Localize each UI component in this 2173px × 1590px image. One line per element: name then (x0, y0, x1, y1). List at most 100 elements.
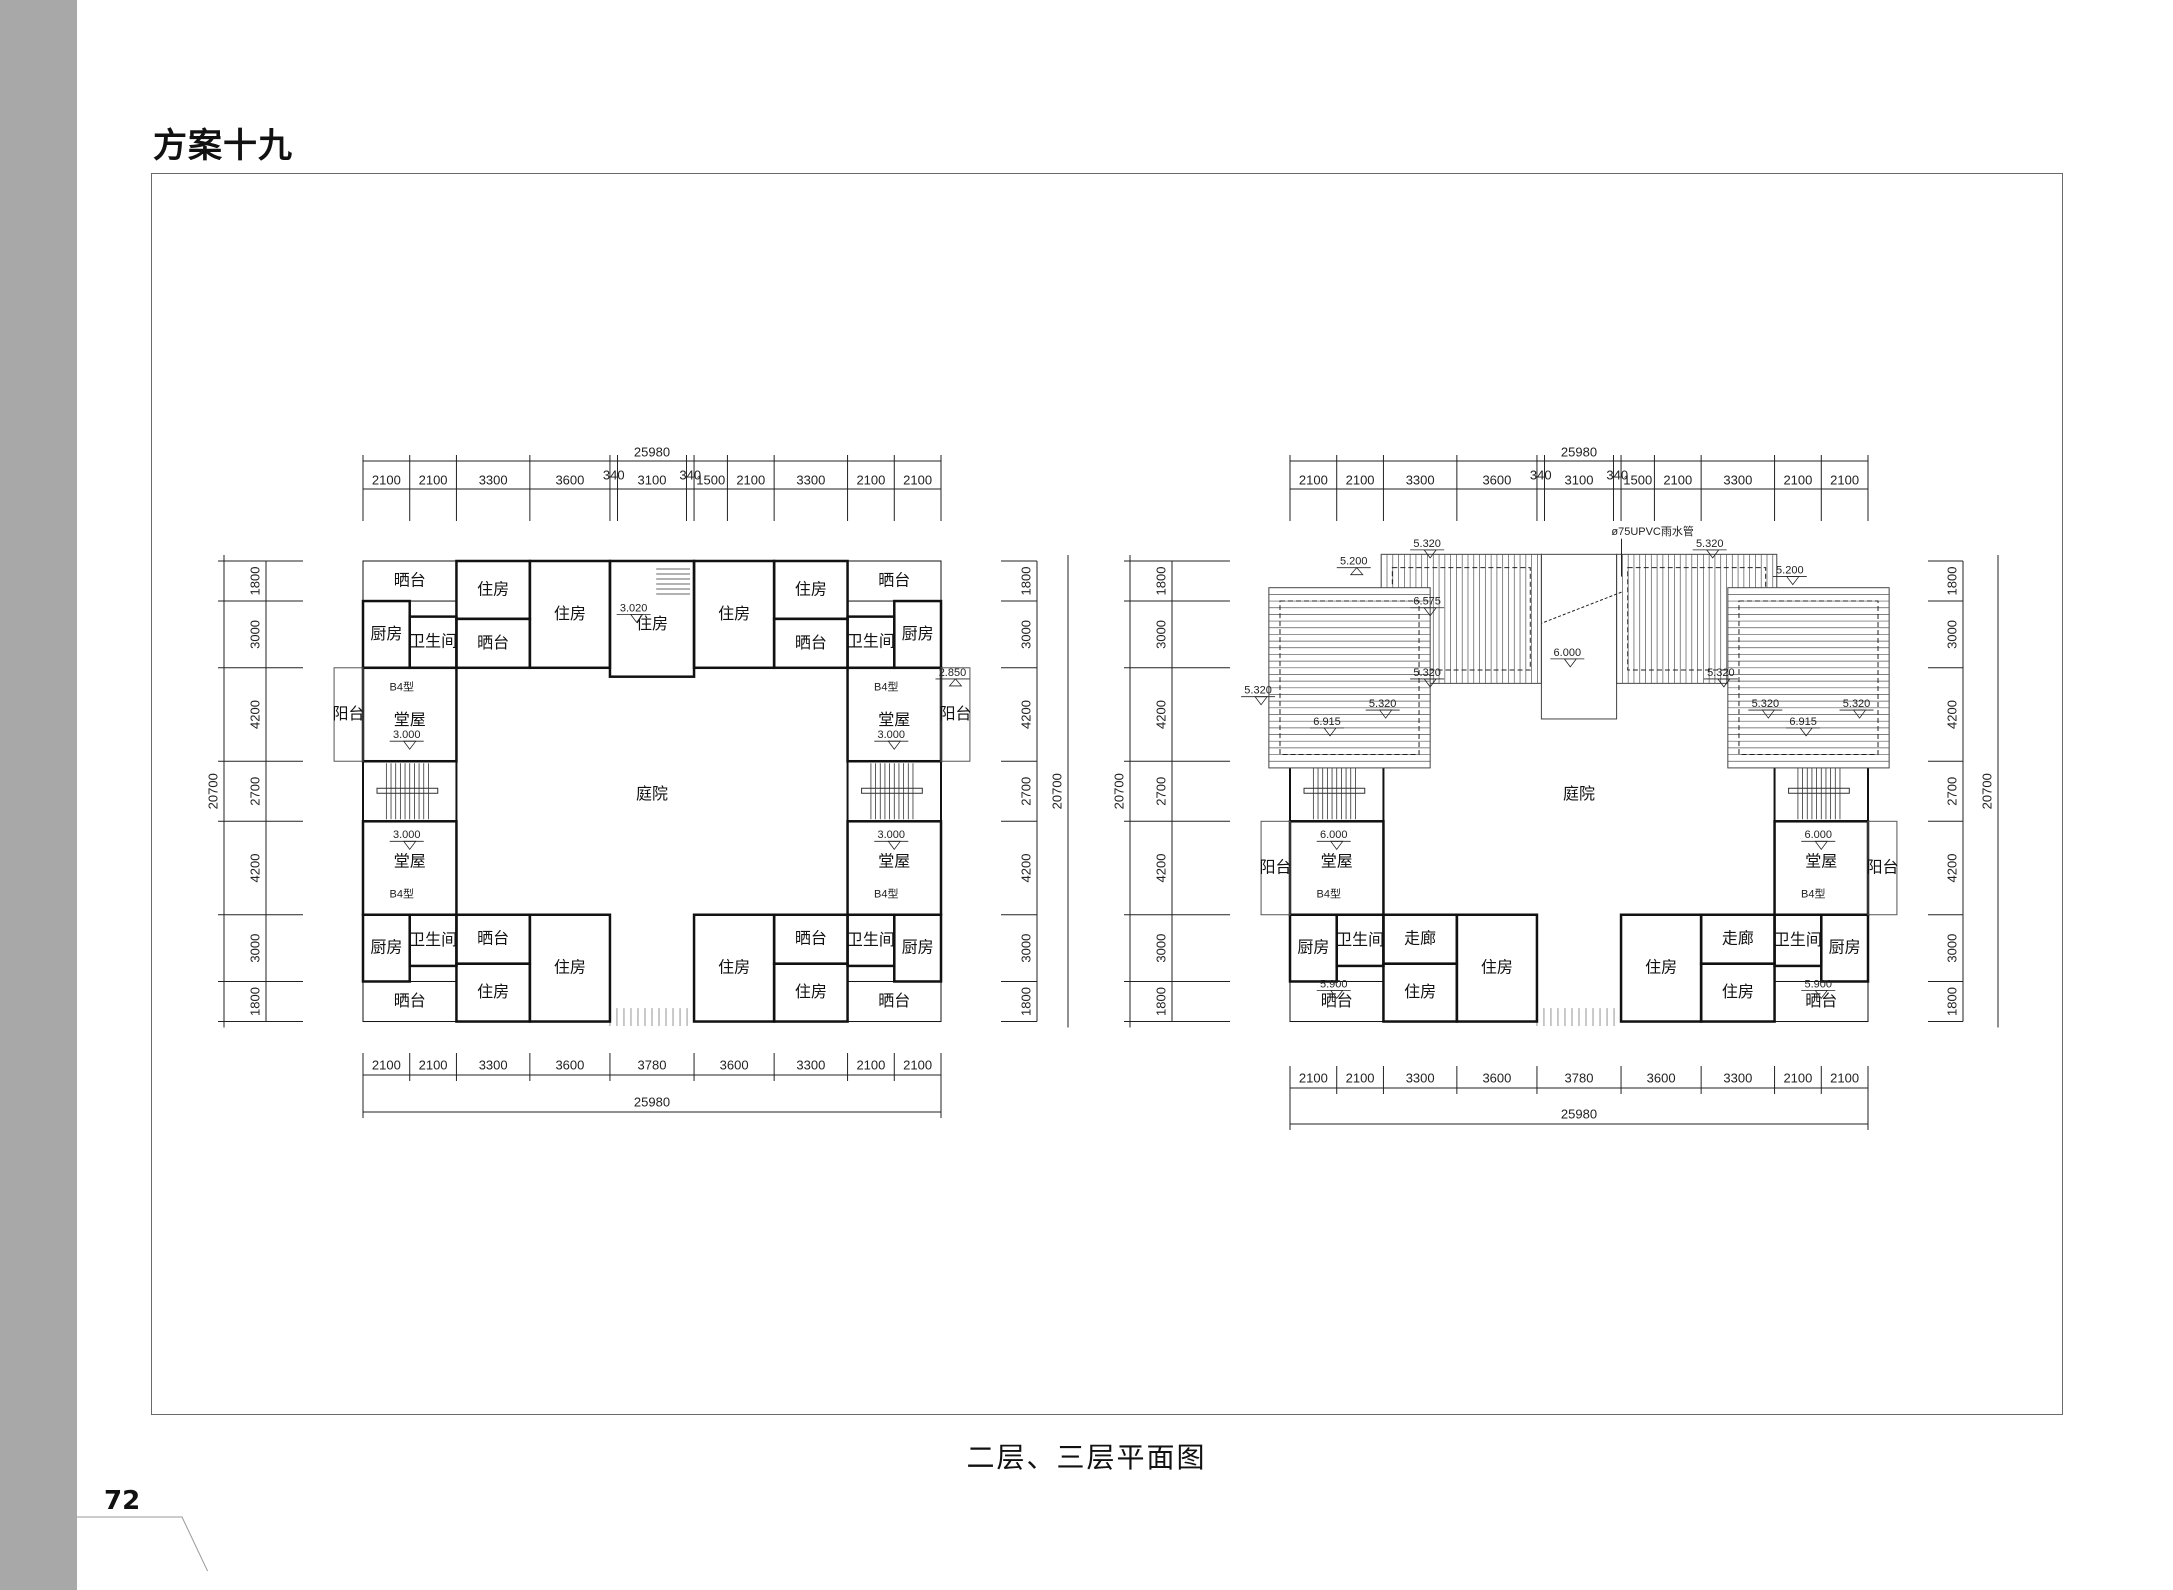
elevation-label: 5.320 (1369, 698, 1397, 710)
courtyard-label: 庭院 (1563, 784, 1595, 803)
elevation-marker-icon (402, 840, 417, 850)
room-label-center: 住房 (636, 614, 668, 633)
unit-quadrant: 晒台住房住房厨房卫生间晒台堂屋B4型3.000 (361, 820, 612, 1023)
room-label-terrace: 走廊 (1722, 929, 1754, 948)
dimension-label-bottom: 3300 (479, 1057, 508, 1072)
balcony (333, 667, 364, 762)
elevation-label: 5.320 (1413, 667, 1441, 679)
roof-gutter-dashed (1738, 600, 1879, 756)
dimension-label-top: 3600 (1482, 472, 1511, 487)
room-label-bedroom-large: 住房 (1481, 958, 1513, 977)
dimension-label-top: 340 (603, 467, 625, 482)
elevation-marker-icon (1705, 549, 1720, 559)
room-label-kitchen: 厨房 (1297, 938, 1329, 957)
stair-landing (861, 787, 923, 794)
dimension-label-side: 2700 (247, 777, 262, 806)
page-corner-decoration (77, 1516, 209, 1571)
room-label-kitchen: 厨房 (370, 938, 402, 957)
room-bedroom-large (1455, 913, 1539, 1023)
elevation-marker-icon (1852, 709, 1867, 719)
room-label-corner-terrace: 晒台 (878, 991, 910, 1010)
dimension-total-top: 25980 (634, 444, 670, 459)
elevation-label: 3.000 (393, 729, 421, 741)
room-label-terrace: 晒台 (477, 929, 509, 948)
drain-pipe-dashed (1541, 591, 1622, 624)
dimension-total-top: 25980 (1561, 444, 1597, 459)
elevation-marker-icon (1786, 576, 1800, 586)
dimension-label-bottom: 2100 (419, 1057, 448, 1072)
room-label-main-hall: 堂屋 (878, 852, 910, 871)
elevation-marker-icon (887, 740, 902, 750)
dimension-label-top: 2100 (1346, 472, 1375, 487)
room-label-bathroom: 卫生间 (409, 930, 457, 949)
elevation-marker-icon (1323, 727, 1337, 737)
room-label-balcony: 阳台 (939, 704, 971, 723)
room-main-hall (361, 820, 458, 916)
room-label-kitchen: 厨房 (902, 624, 934, 643)
room-label-bedroom-large: 住房 (718, 604, 750, 623)
elevation-marker-icon (1329, 989, 1344, 1000)
room-label-bedroom-small: 住房 (1722, 982, 1754, 1001)
elevation-marker-icon (629, 613, 644, 624)
dimension-label-top: 2100 (1783, 472, 1812, 487)
room-label-main-hall: 堂屋 (1805, 852, 1837, 871)
dimension-label-top: 2100 (903, 472, 932, 487)
room-bedroom-large (1619, 913, 1703, 1023)
room-label-main-hall: 堂屋 (878, 710, 910, 729)
dimension-label-side: 1800 (1153, 567, 1168, 596)
dimension-label-top: 3300 (796, 472, 825, 487)
dimension-total-height: 20700 (205, 773, 220, 809)
dimension-label-side: 1800 (247, 987, 262, 1016)
dimension-label-side: 3000 (1944, 620, 1959, 649)
dimension-label-top: 1500 (1623, 472, 1652, 487)
elevation-label: 5.320 (1413, 538, 1441, 550)
elevation-label: 3.000 (878, 729, 906, 741)
room-label-main-hall: 堂屋 (1321, 852, 1353, 871)
dimension-label-bottom: 2100 (1299, 1070, 1328, 1085)
dimension-label-side: 1800 (1944, 987, 1959, 1016)
room-label-bedroom-small: 住房 (477, 982, 509, 1001)
elevation-label: 2.850 (939, 667, 967, 679)
center-roof-opening (1540, 553, 1618, 720)
dimension-label-top: 3300 (1406, 472, 1435, 487)
dimension-label-top: 3600 (555, 472, 584, 487)
page-number: 72 (104, 1486, 141, 1516)
unit-type-label: B4型 (1316, 887, 1340, 901)
center-stair-room (608, 559, 696, 678)
elevation-label: 6.575 (1413, 596, 1441, 608)
elevation-marker-icon (1563, 658, 1578, 668)
dimension-label-bottom: 3300 (1406, 1070, 1435, 1085)
dimension-label-side: 3000 (1153, 620, 1168, 649)
dimension-label-bottom: 3600 (555, 1057, 584, 1072)
elevation-label: 3.020 (620, 602, 648, 614)
dimension-label-side: 2700 (1153, 777, 1168, 806)
room-label-terrace: 晒台 (795, 633, 827, 652)
room-label-bedroom-small: 住房 (1404, 982, 1436, 1001)
roof-left-wing (1268, 587, 1431, 769)
dimension-label-top: 1500 (696, 472, 725, 487)
room-label-corner-terrace: 晒台 (1321, 991, 1353, 1010)
room-label-corner-terrace: 晒台 (394, 571, 426, 590)
dimension-label-side: 2700 (1944, 777, 1959, 806)
dimension-label-bottom: 2100 (856, 1057, 885, 1072)
room-label-bathroom: 卫生间 (847, 632, 895, 651)
room-bedroom-large (692, 913, 776, 1023)
room-label-bedroom-small: 住房 (795, 982, 827, 1001)
balcony (940, 667, 971, 762)
balcony (1867, 820, 1898, 916)
dimension-label-side: 3000 (1153, 934, 1168, 963)
dimension-label-top: 3300 (1723, 472, 1752, 487)
elevation-marker-icon (1378, 709, 1393, 719)
room-terrace (1699, 913, 1776, 965)
room-label-corner-terrace: 晒台 (1805, 991, 1837, 1010)
dimension-label-top: 2100 (1299, 472, 1328, 487)
drawing-frame (151, 173, 2063, 1415)
dimension-label-bottom: 2100 (1783, 1070, 1812, 1085)
room-label-kitchen: 厨房 (902, 938, 934, 957)
room-label-bathroom: 卫生间 (1336, 930, 1384, 949)
room-label-bathroom: 卫生间 (409, 632, 457, 651)
unit-type-label: B4型 (874, 887, 898, 901)
dimension-total-height: 20700 (1111, 773, 1126, 809)
